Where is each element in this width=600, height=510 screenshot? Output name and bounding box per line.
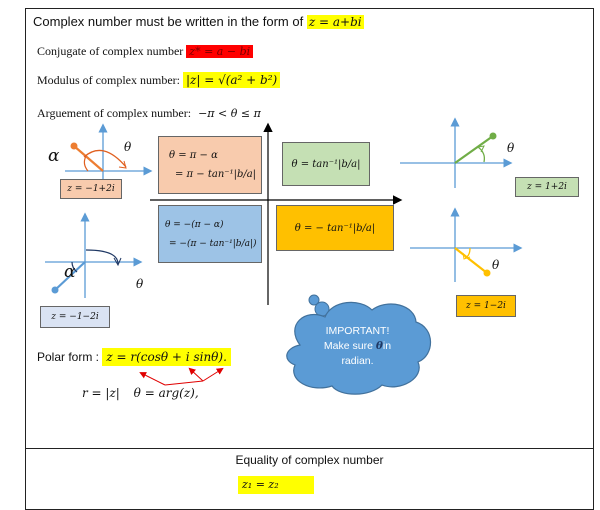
polar-formula: z = r(cosθ + i sinθ). — [102, 348, 231, 366]
callout-line2a: Make sure — [323, 340, 373, 352]
q3-formula-box: θ = −(π − α) = −(π − tan⁻¹|b/a|) — [158, 205, 262, 263]
q3-example-box: z = −1−2i — [40, 306, 110, 328]
polar-label: Polar form : — [37, 350, 100, 364]
q4-theta-arc — [464, 247, 471, 259]
equality-title: Equality of complex number — [235, 453, 384, 467]
intro-formula: z = a+bi — [306, 15, 364, 29]
polar-arrow-theta1 — [188, 367, 204, 382]
q2-formula-line1: θ = π − α — [169, 150, 218, 161]
callout-line2: Make sure θin — [305, 339, 410, 354]
callout-line3: radian. — [341, 355, 374, 367]
argument-line: Arguement of complex number: −π < θ ≤ π — [37, 106, 261, 121]
q1-theta-arc — [477, 146, 486, 163]
conjugate-line: Conjugate of complex number z* = a − bi — [37, 44, 254, 59]
q4-theta-label: θ — [492, 258, 500, 272]
conjugate-label: Conjugate of complex number — [37, 44, 184, 58]
q4-point — [483, 269, 491, 277]
important-cloud — [286, 294, 432, 395]
modulus-label: Modulus of complex number: — [37, 73, 180, 87]
q4-formula: θ = − tan⁻¹|b/a| — [294, 222, 376, 234]
polar-definitions: r = |z| θ = arg(z), — [82, 386, 199, 400]
q2-alpha-label: α — [48, 146, 60, 166]
q1-formula-box: θ = tan⁻¹|b/a| — [282, 142, 370, 186]
q2-point — [70, 142, 78, 150]
q1-point — [489, 132, 497, 140]
q3-formula-line2: = −(π − tan⁻¹|b/a|) — [169, 238, 257, 249]
callout-line2b: in — [382, 340, 392, 352]
q3-formula-line1: θ = −(π − α) — [165, 219, 224, 230]
q4-vector — [454, 247, 488, 274]
equality-formula: z₁ = z₂ — [238, 476, 314, 494]
q2-formula-line2: = π − tan⁻¹|b/a| — [175, 169, 257, 180]
q3-theta-arc — [85, 249, 119, 265]
content-frame — [25, 8, 594, 449]
callout-theta: θ — [375, 340, 383, 352]
q4-example: z = 1−2i — [466, 301, 506, 311]
q1-vector — [454, 135, 494, 164]
q3-alpha-label: α — [64, 262, 76, 282]
q4-formula-box: θ = − tan⁻¹|b/a| — [276, 205, 394, 251]
modulus-formula: |z| = √(a² + b²) — [182, 72, 281, 88]
q3-point — [51, 286, 59, 294]
q2-example-box: z = −1+2i — [60, 179, 122, 199]
q4-example-box: z = 1−2i — [456, 295, 516, 317]
modulus-line: Modulus of complex number: |z| = √(a² + … — [37, 72, 281, 88]
intro-line: Complex number must be written in the fo… — [33, 14, 364, 29]
argument-label: Arguement of complex number: — [37, 106, 192, 120]
callout-line1: IMPORTANT! — [325, 325, 390, 337]
q3-vector — [54, 261, 86, 291]
q3-example: z = −1−2i — [51, 312, 99, 322]
q2-example: z = −1+2i — [67, 184, 115, 194]
q2-vector — [73, 145, 104, 172]
polar-arrow-theta2 — [202, 367, 224, 382]
q2-theta-arc — [83, 149, 127, 168]
q3-theta-label: θ — [136, 277, 144, 291]
q2-formula-box: θ = π − α = π − tan⁻¹|b/a| — [158, 136, 262, 194]
q1-theta-label: θ — [507, 141, 515, 155]
polar-line: Polar form : z = r(cosθ + i sinθ). — [37, 348, 231, 366]
argument-formula: −π < θ ≤ π — [198, 107, 261, 120]
intro-text: Complex number must be written in the fo… — [33, 14, 304, 29]
q1-example: z = 1+2i — [527, 182, 567, 192]
important-callout: IMPORTANT! Make sure θin radian. — [305, 324, 410, 369]
polar-arrow-r — [139, 372, 166, 386]
conjugate-formula: z* = a − bi — [186, 45, 254, 58]
q1-formula: θ = tan⁻¹|b/a| — [291, 158, 361, 170]
polar-r-def: r = |z| — [82, 386, 120, 400]
polar-theta-def: θ = arg(z), — [133, 386, 199, 400]
q2-theta-label: θ — [124, 140, 132, 154]
q1-example-box: z = 1+2i — [515, 177, 579, 197]
